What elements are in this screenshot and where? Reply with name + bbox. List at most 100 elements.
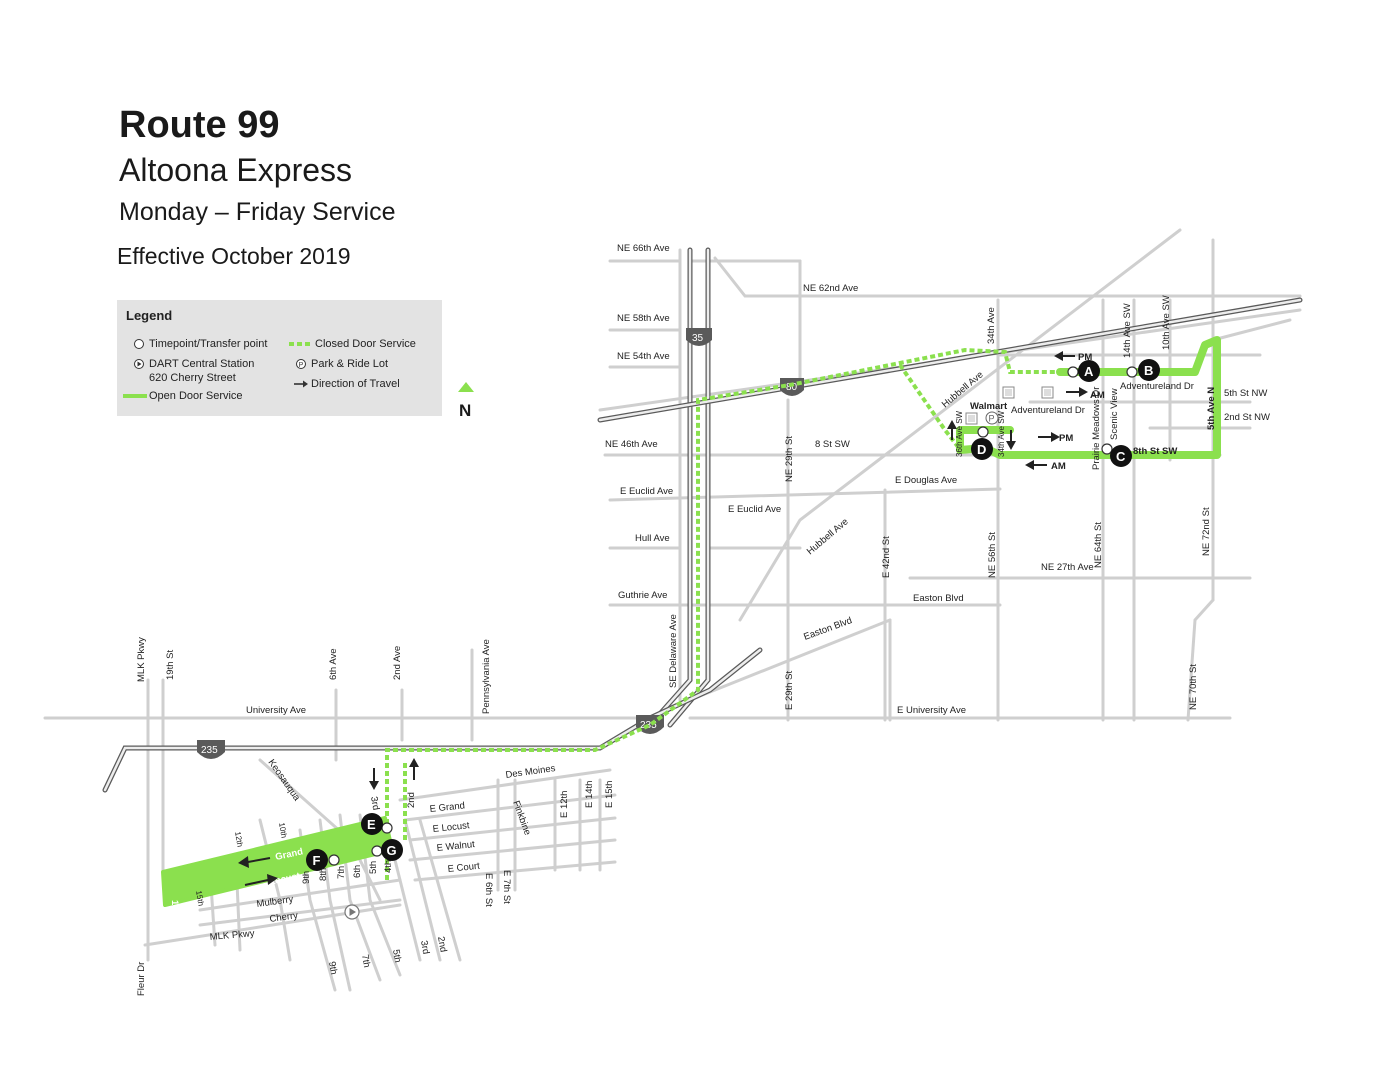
timepoint-badge-a[interactable]: A	[1078, 360, 1100, 382]
street-label: E 6th St	[483, 873, 494, 907]
dart-station-icon	[134, 359, 144, 369]
street-label: 2nd St NW	[1224, 412, 1270, 423]
landmark-icon	[1041, 386, 1054, 399]
street-label: 10th Ave SW	[1161, 295, 1172, 350]
timepoint-badge-g[interactable]: G	[381, 839, 403, 861]
route-title: Route 99	[119, 104, 280, 146]
arrow-right-icon	[1066, 387, 1088, 397]
svg-text:80: 80	[786, 382, 798, 393]
legend-item-timepoint: Timepoint/Transfer point	[129, 337, 267, 351]
street-label: Easton Blvd	[913, 593, 964, 604]
street-label: 34th Ave SW	[997, 410, 1006, 457]
landmark-icon	[965, 412, 978, 425]
street-label: 8 St SW	[815, 439, 850, 450]
street-label: Cherry	[269, 910, 299, 925]
street-label: SE Delaware Ave	[668, 614, 679, 688]
legend-label: DART Central Station	[149, 358, 255, 370]
arrow-left-icon	[1054, 351, 1075, 361]
direction-label-pm: PM	[1059, 433, 1073, 444]
service-days: Monday – Friday Service	[119, 198, 396, 226]
legend-label-address: 620 Cherry Street	[149, 372, 236, 384]
svg-text:A: A	[1084, 364, 1094, 379]
timepoint-badge-e[interactable]: E	[361, 813, 383, 835]
arrow-left-icon	[1025, 460, 1047, 470]
street-label: E Grand	[429, 800, 465, 815]
svg-text:P: P	[989, 414, 995, 424]
street-label: E 42nd St	[881, 536, 892, 578]
street-label: Scenic View	[1109, 388, 1120, 440]
street-label: 5th	[390, 949, 403, 964]
legend-item-open-door: Open Door Service	[121, 389, 243, 403]
street-label: NE 29th St	[784, 436, 795, 482]
svg-text:E: E	[367, 817, 376, 832]
street-label: 4th	[383, 860, 394, 873]
street-label: 9th	[326, 961, 339, 976]
svg-text:D: D	[977, 442, 986, 457]
street-label: E Euclid Ave	[728, 504, 781, 515]
park-ride-icon: P	[296, 359, 306, 369]
street-label: Prairie Meadows Dr	[1091, 387, 1102, 470]
timepoint-circle-icon	[134, 339, 144, 349]
open-door-line-icon	[123, 394, 147, 398]
street-label: Adventureland Dr	[1120, 381, 1194, 392]
legend-label: Park & Ride Lot	[311, 358, 389, 370]
route-subtitle: Altoona Express	[119, 152, 353, 188]
street-label: E Douglas Ave	[895, 475, 957, 486]
street-label: 5th Ave N	[1206, 387, 1217, 430]
legend-label: Open Door Service	[149, 390, 243, 402]
street-label-17th: 17th	[169, 900, 180, 920]
north-arrow-icon: N	[458, 382, 474, 420]
street-label: Mulberry	[256, 894, 294, 910]
street-label: Hull Ave	[635, 533, 670, 544]
street-label: 10th	[277, 822, 289, 839]
interstate-shield-icon: 235	[197, 740, 225, 759]
timepoint-badge-b[interactable]: B	[1138, 359, 1160, 381]
street-label: University Ave	[246, 705, 306, 716]
north-label: N	[459, 401, 471, 420]
timepoint-badge-d[interactable]: D	[971, 438, 993, 460]
svg-text:B: B	[1144, 363, 1153, 378]
arrow-right-icon	[1038, 432, 1060, 442]
street-label: MLK Pkwy	[209, 928, 255, 943]
street-label: NE 58th Ave	[617, 313, 670, 324]
street-label: 8th	[318, 868, 329, 881]
street-label: 15th	[194, 890, 206, 907]
direction-label-pm: PM	[1078, 352, 1092, 363]
street-label: 6th Ave	[328, 648, 339, 680]
street-label: NE 64th St	[1093, 522, 1104, 568]
street-label: E Locust	[432, 820, 470, 835]
svg-text:G: G	[387, 843, 397, 858]
landmark-label-walmart: Walmart	[970, 401, 1008, 412]
park-ride-icon: P	[985, 411, 999, 425]
street-label: 34th Ave	[986, 307, 997, 344]
street-label: 8th St SW	[1133, 446, 1177, 457]
street-label: E University Ave	[897, 705, 966, 716]
street-label: Keosauqua	[266, 757, 303, 803]
timepoint-badge-c[interactable]: C	[1110, 445, 1132, 467]
legend-label: Closed Door Service	[315, 338, 416, 350]
street-label: Guthrie Ave	[618, 590, 667, 601]
arrow-down-icon	[369, 768, 379, 790]
svg-text:C: C	[1116, 449, 1126, 464]
svg-text:F: F	[313, 853, 321, 868]
street-label: NE 66th Ave	[617, 243, 670, 254]
arrow-up-icon	[947, 420, 957, 440]
street-label: NE 54th Ave	[617, 351, 670, 362]
street-label: Hubbell Ave	[805, 516, 851, 557]
street-label: 5th	[368, 861, 379, 874]
street-label: NE 72nd St	[1201, 507, 1212, 556]
street-label: NE 62nd Ave	[803, 283, 858, 294]
arrow-right-icon	[294, 380, 308, 388]
arrow-up-icon	[409, 758, 419, 780]
timepoint-badge-f[interactable]: F	[306, 849, 328, 871]
street-label: NE 56th St	[987, 532, 998, 578]
street-label: NE 70th St	[1188, 664, 1199, 710]
direction-label-am: AM	[1051, 461, 1066, 472]
street-label: 3rd	[368, 796, 381, 811]
street-label: E 15th	[604, 781, 615, 808]
legend-item-direction: Direction of Travel	[291, 377, 400, 391]
closed-door-dash-icon	[289, 342, 313, 346]
street-label: NE 46th Ave	[605, 439, 658, 450]
street-label: E 7th St	[501, 870, 512, 904]
